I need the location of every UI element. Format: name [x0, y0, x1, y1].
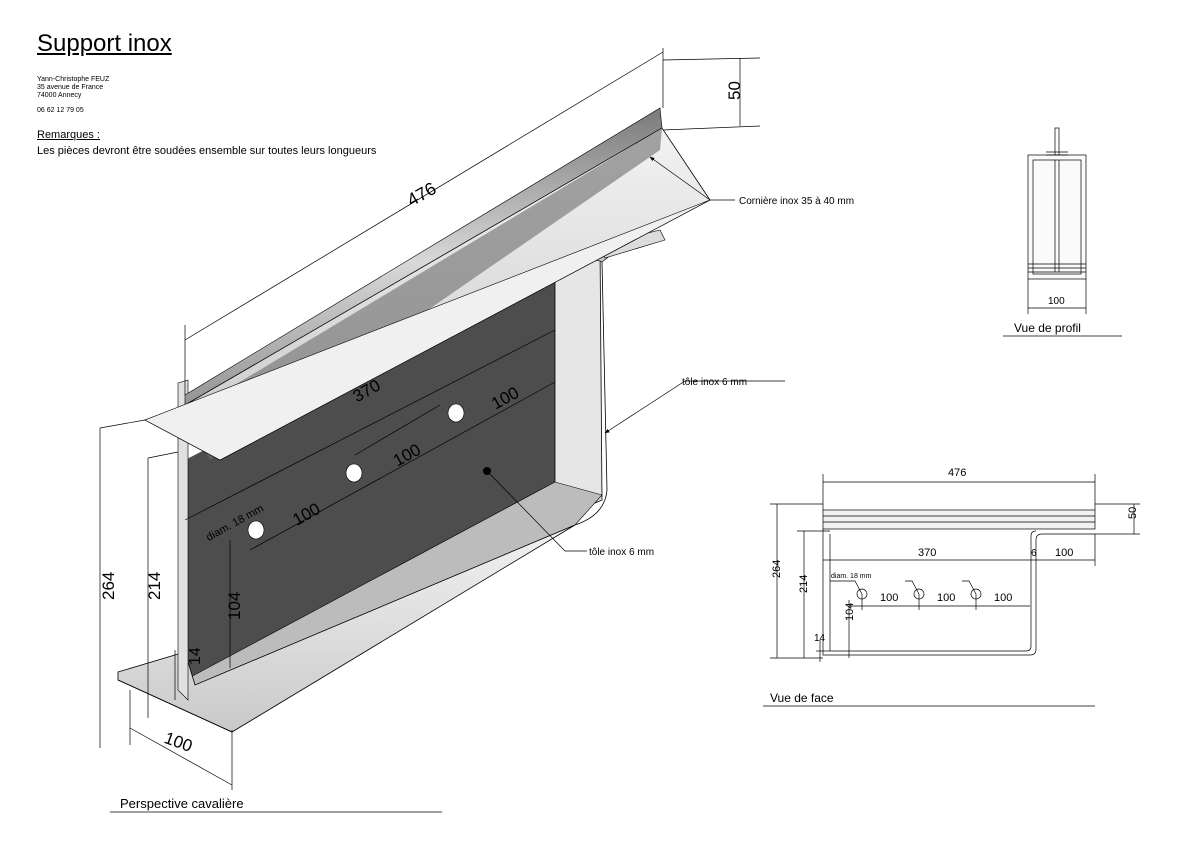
front-dim-angle-height-50: 50	[1127, 507, 1139, 519]
front-dim-hole-spacing-2: 100	[937, 592, 955, 604]
bottom-flange-edge	[117, 679, 233, 733]
author-address-line2: 74000 Annecy	[37, 92, 82, 99]
dim-thickness-14: 14	[187, 647, 204, 665]
front-dim-gap-6: 6	[1031, 548, 1037, 559]
front-dim-hole-diameter: diam. 18 mm	[831, 573, 872, 580]
dim-height-104: 104	[225, 592, 244, 620]
remarks-heading: Remarques :	[37, 129, 100, 141]
sheet-plate-main	[185, 270, 555, 685]
caption-perspective: Perspective cavalière	[120, 796, 244, 811]
front-dim-hole-spacing-3: 100	[994, 592, 1012, 604]
front-dim-hole-spacing-1: 100	[880, 592, 898, 604]
profile-view	[1003, 127, 1122, 337]
label-sheet-lower: tôle inox 6 mm	[589, 547, 654, 558]
caption-profile: Vue de profil	[1014, 321, 1081, 335]
dim-angle-height-50: 50	[725, 81, 744, 100]
author-phone: 06 62 12 79 05	[37, 107, 84, 114]
front-view	[763, 474, 1140, 707]
author-name: Yann-Christophe FEUZ	[37, 76, 110, 83]
dim-total-height-264: 264	[99, 572, 118, 600]
front-dim-height-104: 104	[844, 603, 856, 621]
page-title: Support inox	[37, 30, 172, 57]
hole-2	[345, 463, 363, 483]
dim-height-214: 214	[145, 572, 164, 600]
caption-front: Vue de face	[770, 691, 834, 705]
dim-depth-100: 100	[162, 728, 195, 756]
front-dim-thickness-14: 14	[814, 633, 826, 644]
sheet-right-wall	[554, 244, 603, 521]
hole-1	[247, 520, 265, 540]
label-angle: Cornière inox 35 à 40 mm	[739, 196, 854, 207]
profile-dim-width: 100	[1048, 296, 1065, 307]
author-block: Yann-Christophe FEUZ 35 avenue de France…	[37, 76, 109, 100]
front-dim-height-214: 214	[798, 575, 810, 593]
front-dim-total-height-264: 264	[771, 560, 783, 578]
author-address-line1: 35 avenue de France	[37, 84, 104, 91]
front-dim-inner-length-370: 370	[918, 547, 936, 559]
front-dim-right-100: 100	[1055, 547, 1073, 559]
remarks-text: Les pièces devront être soudées ensemble…	[37, 145, 377, 157]
perspective-view: 476 50 370 100 100 100 diam. 18 mm 264 2…	[99, 48, 854, 813]
label-sheet-upper: tôle inox 6 mm	[682, 377, 747, 388]
front-dim-length-476: 476	[948, 467, 966, 479]
angle-top-face	[144, 199, 711, 461]
hole-3	[447, 403, 465, 423]
